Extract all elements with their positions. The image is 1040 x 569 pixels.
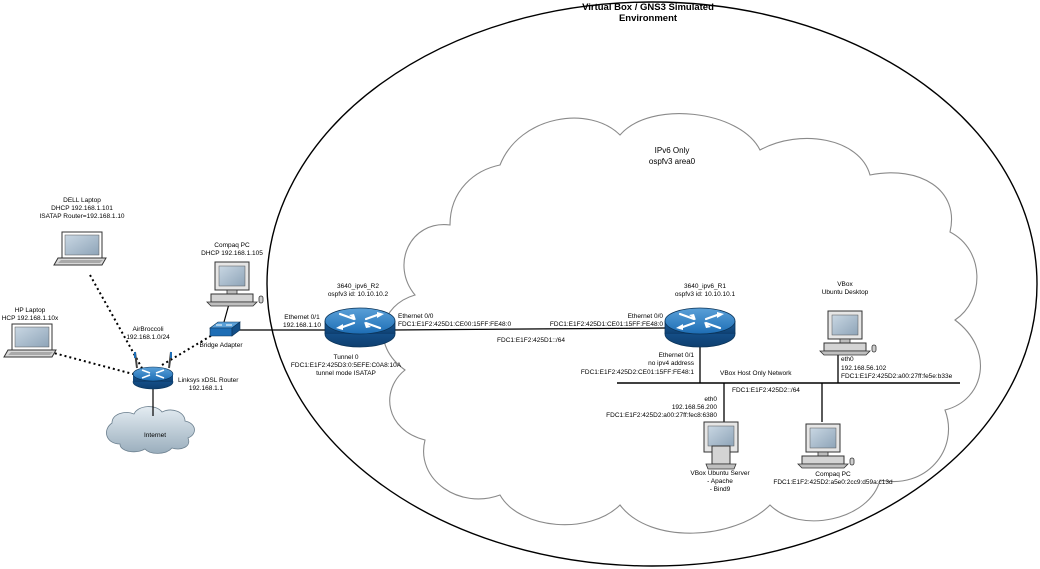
- r2-eth01-ip-label: 192.168.1.10: [283, 322, 321, 329]
- ubuntu-server-icon: [703, 421, 739, 470]
- bridge-to-pc-link: [223, 303, 230, 323]
- r2-eth00-label: Ethernet 0/0: [398, 313, 434, 320]
- ubuntu-server-label-line1: VBox Ubuntu Server: [690, 470, 750, 477]
- ubuntu-server-ipv4-label: 192.168.56.200: [671, 404, 717, 411]
- ipv6-cloud-subtitle: ospfv3 area0: [648, 157, 696, 166]
- r2-tunnel-ip-label: FDC1:E1F2:425D3:0:5EFE:C0A8:10A: [290, 362, 402, 369]
- r1-name-label: 3640_ipv6_R1: [684, 283, 726, 290]
- host-only-network-label: VBox Host Only Network: [720, 370, 792, 377]
- compaq-right-label-line2: FDC1:E1F2:425D2:a5e0:2cc9:d59a:c13d: [773, 479, 893, 486]
- r2-eth01-label: Ethernet 0/1: [284, 314, 320, 321]
- r2-router-icon: [323, 306, 397, 349]
- dell-label-line1: DELL Laptop: [63, 197, 101, 204]
- dell-label-line2: DHCP 192.168.1.101: [51, 205, 113, 212]
- r2-tunnel-label: Tunnel 0: [333, 354, 359, 361]
- compaq-left-label-line1: Compaq PC: [214, 242, 250, 249]
- linksys-label-line2: 192.168.1.1: [188, 385, 224, 392]
- ubuntu-server-eth-label: eth0: [704, 396, 717, 403]
- compaq-left-label-line2: DHCP 192.168.1.105: [201, 250, 263, 257]
- internet-label: Internet: [143, 432, 167, 439]
- internet-cloud: [106, 406, 195, 454]
- diagram-title-line1: Virtual Box / GNS3 Simulated: [582, 2, 714, 13]
- ubuntu-server-ipv6-label: FDC1:E1F2:425D2:a00:27ff:fec8:6380: [606, 412, 717, 419]
- bridge-adapter-icon: [209, 321, 241, 337]
- ubuntu-desktop-eth-label: eth0: [841, 356, 854, 363]
- r1-eth01-ip-label: FDC1:E1F2:425D2:CE01:15FF:FE48:1: [580, 369, 694, 376]
- r1-eth01-label: Ethernet 0/1: [658, 352, 694, 359]
- hp-label-line1: HP Laptop: [14, 307, 46, 314]
- ubuntu-desktop-ipv4-label: 192.168.56.102: [841, 365, 887, 372]
- hp-to-router-link: [49, 351, 134, 375]
- r2-to-r1-link: [391, 327, 667, 331]
- compaq-right-label-line1: Compaq PC: [815, 471, 851, 478]
- ubuntu-desktop-ipv6-label: FDC1:E1F2:425D2:a00:27ff:fe5e:b33e: [841, 373, 953, 380]
- r2-eth00-ip-label: FDC1:E1F2:425D1:CE00:15FF:FE48:0: [398, 321, 512, 328]
- r1-eth00-ip-label: FDC1:E1F2:425D1:CE01:15FF:FE48:0: [549, 321, 663, 328]
- ubuntu-server-label-line2: - Apache: [707, 478, 733, 485]
- ubuntu-server-label-line3: - Bind9: [709, 486, 731, 493]
- dell-laptop-icon: [53, 231, 107, 266]
- r2-name-label: 3640_ipv6_R2: [337, 283, 379, 290]
- r1-router-icon: [663, 306, 737, 349]
- host-network-prefix-label: FDC1:E1F2:425D2::/64: [732, 387, 800, 394]
- hp-label-line2: HCP 192.168.1.10x: [1, 315, 59, 322]
- r2-ospf-id-label: ospfv3 id: 10.10.10.2: [327, 291, 389, 298]
- r1-eth00-label: Ethernet 0/0: [627, 313, 663, 320]
- hp-laptop-icon: [3, 323, 57, 358]
- dell-label-line3: ISATAP Router=192.168.1.10: [39, 213, 125, 220]
- r1-eth01-note-label: no ipv4 address: [648, 360, 694, 367]
- ubuntu-desktop-label-line1: VBox: [837, 281, 853, 288]
- linksys-label-line1: Linksys xDSL Router: [178, 377, 239, 384]
- r1-ospf-id-label: ospfv3 id: 10.10.10.1: [674, 291, 736, 298]
- r1-r2-link-network-label: FDC1:E1F2:425D1::/64: [497, 337, 565, 344]
- airbroccoli-label: AirBroccoli: [132, 326, 164, 333]
- diagram-title-line2: Environment: [618, 13, 678, 24]
- ubuntu-desktop-label-line2: Ubuntu Desktop: [821, 289, 869, 296]
- airbroccoli-subnet-label: 192.168.1.0/24: [126, 334, 170, 341]
- wireless-router-icon: [132, 351, 174, 390]
- ipv6-cloud-title: IPv6 Only: [654, 146, 690, 155]
- r2-tunnel-mode-label: tunnel mode ISATAP: [316, 370, 376, 377]
- bridge-adapter-label: Bridge Adapter: [199, 342, 243, 349]
- compaq-pc-left-icon: [206, 261, 264, 307]
